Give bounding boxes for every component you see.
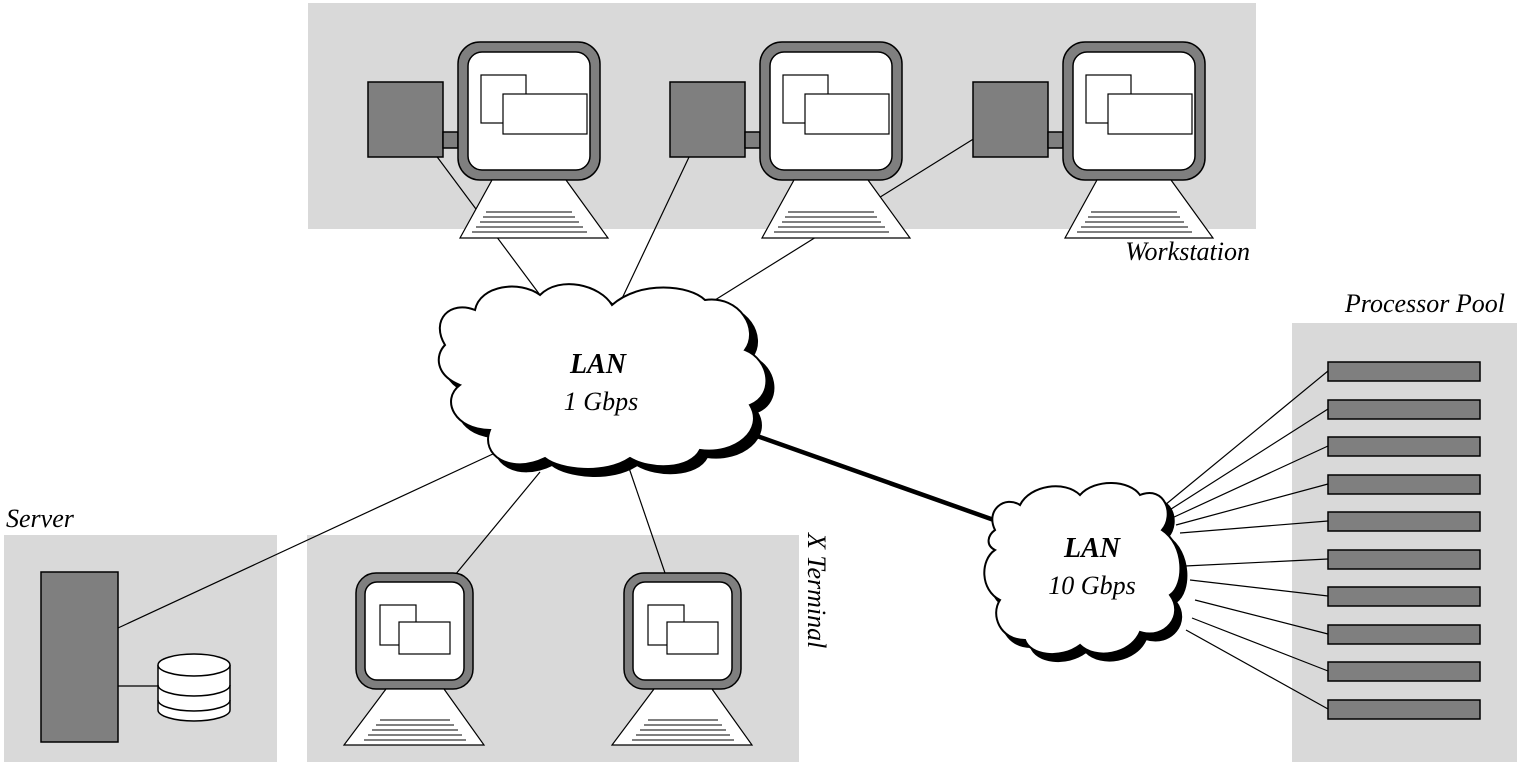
lan-main-speed: 1 Gbps bbox=[564, 387, 638, 416]
processor-3 bbox=[1327, 436, 1481, 457]
processor-pool bbox=[1327, 361, 1481, 720]
processor-4 bbox=[1327, 474, 1481, 495]
processor-10 bbox=[1327, 699, 1481, 720]
lan-pool-speed: 10 Gbps bbox=[1048, 571, 1135, 600]
lan-main-title: LAN bbox=[569, 349, 628, 380]
processor-7 bbox=[1327, 586, 1481, 607]
backbone-link bbox=[739, 427, 1009, 528]
processor-5 bbox=[1327, 511, 1481, 532]
connections bbox=[117, 137, 1329, 710]
workstation-label: Workstation bbox=[1125, 237, 1250, 266]
processor-pool-label: Processor Pool bbox=[1344, 289, 1505, 318]
processor-8 bbox=[1327, 624, 1481, 645]
server bbox=[40, 571, 231, 743]
processor-6 bbox=[1327, 549, 1481, 570]
x-terminal-label: X Terminal bbox=[802, 532, 831, 648]
lan-cloud-main: LAN 1 Gbps bbox=[437, 283, 775, 477]
processor-1 bbox=[1327, 361, 1481, 382]
lan-pool-title: LAN bbox=[1063, 533, 1122, 564]
x-terminal-1 bbox=[343, 572, 485, 746]
processor-pool-zone bbox=[1292, 323, 1517, 762]
lan-cloud-pool: LAN 10 Gbps bbox=[983, 482, 1188, 663]
database-icon bbox=[157, 653, 231, 722]
processor-2 bbox=[1327, 399, 1481, 420]
server-label: Server bbox=[6, 504, 75, 533]
server-box bbox=[40, 571, 119, 743]
processor-9 bbox=[1327, 661, 1481, 682]
x-terminal-2 bbox=[611, 572, 753, 746]
